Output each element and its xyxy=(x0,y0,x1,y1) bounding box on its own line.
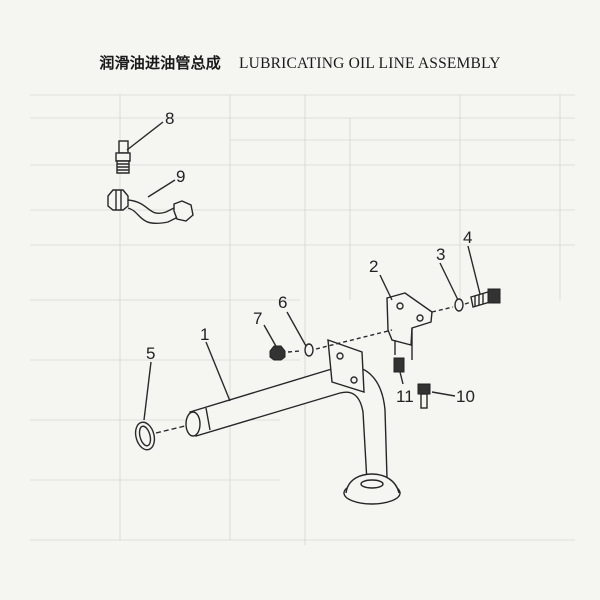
part-10-bolt xyxy=(417,383,431,409)
callout-9: 9 xyxy=(176,167,185,186)
callout-5: 5 xyxy=(146,344,155,363)
background-ghost-grid xyxy=(30,94,575,545)
callout-2: 2 xyxy=(369,257,378,276)
part-5-o-ring xyxy=(134,421,186,451)
callout-6: 6 xyxy=(278,293,287,312)
part-6-washer xyxy=(304,343,314,357)
page-title: 润滑油进油管总成 LUBRICATING OIL LINE ASSEMBLY xyxy=(0,52,600,73)
title-chinese: 润滑油进油管总成 xyxy=(99,54,222,72)
part-2-bracket xyxy=(386,292,433,360)
assembly-axis-left xyxy=(287,329,393,353)
callout-8: 8 xyxy=(165,109,174,128)
part-8-fitting xyxy=(115,140,131,174)
title-english: LUBRICATING OIL LINE ASSEMBLY xyxy=(239,55,501,72)
callout-10: 10 xyxy=(456,387,475,406)
part-3-washer xyxy=(454,298,464,312)
part-4-bolt xyxy=(470,288,501,308)
callout-7: 7 xyxy=(253,309,262,328)
callout-3: 3 xyxy=(436,245,445,264)
assembly-axis-right xyxy=(431,301,472,313)
part-7-nut xyxy=(269,345,286,361)
part-11-nut xyxy=(393,357,405,373)
callout-1: 1 xyxy=(200,325,209,344)
part-1-oil-pipe xyxy=(185,338,401,505)
callout-11: 11 xyxy=(396,387,414,406)
callout-4: 4 xyxy=(463,228,472,247)
part-9-bent-pipe xyxy=(107,189,194,224)
leader-lines xyxy=(126,121,481,421)
